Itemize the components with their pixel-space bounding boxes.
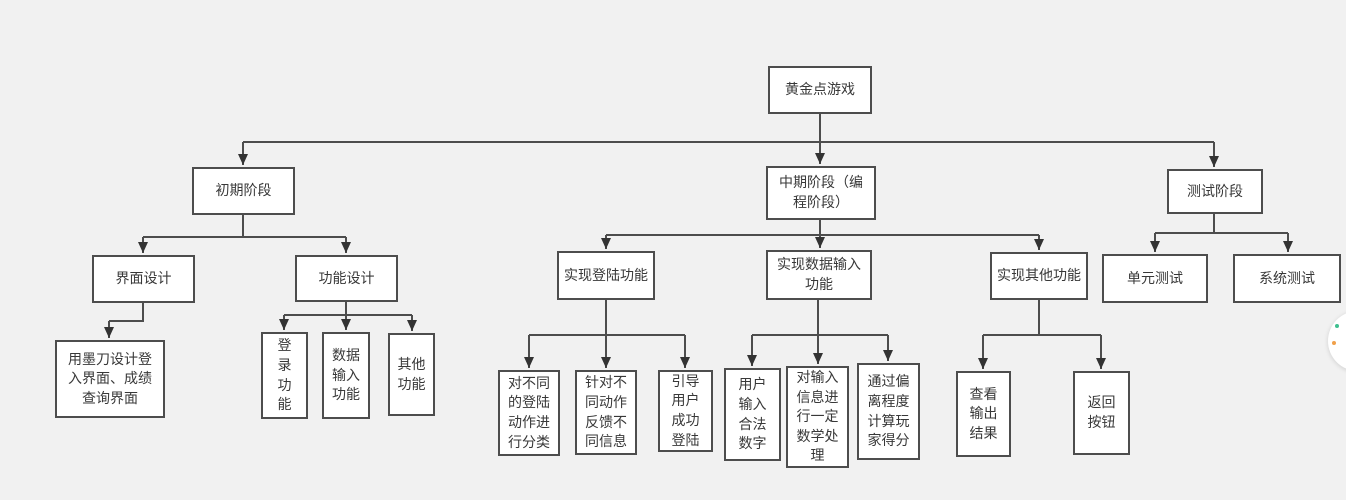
node-unit-test[interactable]: 单元测试	[1102, 254, 1208, 303]
node-system-test[interactable]: 系统测试	[1233, 254, 1341, 303]
node-back-button[interactable]: 返回 按钮	[1073, 371, 1130, 455]
widget-orange-dot	[1332, 341, 1336, 345]
node-math-processing[interactable]: 对输入 信息进 行一定 数学处 理	[786, 366, 849, 468]
node-data-input-function[interactable]: 数据 输入 功能	[322, 332, 370, 419]
node-modao-design[interactable]: 用墨刀设计登 入界面、成绩 查询界面	[55, 340, 165, 418]
node-function-design[interactable]: 功能设计	[295, 255, 398, 302]
node-valid-number-input[interactable]: 用户 输入 合法 数字	[724, 368, 781, 461]
node-guide-login[interactable]: 引导 用户 成功 登陆	[658, 370, 713, 452]
node-login-function[interactable]: 登 录 功 能	[261, 332, 308, 419]
node-root-golden-point-game[interactable]: 黄金点游戏	[768, 66, 872, 114]
node-testing-phase[interactable]: 测试阶段	[1167, 169, 1263, 214]
node-other-function[interactable]: 其他 功能	[388, 333, 435, 416]
node-view-output[interactable]: 查看 输出 结果	[956, 371, 1011, 457]
node-impl-other[interactable]: 实现其他功能	[990, 252, 1088, 300]
node-classify-login-actions[interactable]: 对不同 的登陆 动作进 行分类	[498, 370, 560, 456]
node-initial-phase[interactable]: 初期阶段	[192, 167, 295, 215]
node-impl-data-input[interactable]: 实现数据输入 功能	[766, 250, 872, 300]
node-middle-phase[interactable]: 中期阶段（编 程阶段）	[766, 166, 876, 220]
widget-green-dot	[1335, 324, 1339, 328]
node-impl-login[interactable]: 实现登陆功能	[557, 251, 655, 300]
node-ui-design[interactable]: 界面设计	[92, 255, 195, 303]
node-feedback-messages[interactable]: 针对不 同动作 反馈不 同信息	[575, 370, 637, 455]
floating-widget-button[interactable]	[1328, 311, 1346, 371]
node-score-by-deviation[interactable]: 通过偏 离程度 计算玩 家得分	[857, 363, 920, 460]
